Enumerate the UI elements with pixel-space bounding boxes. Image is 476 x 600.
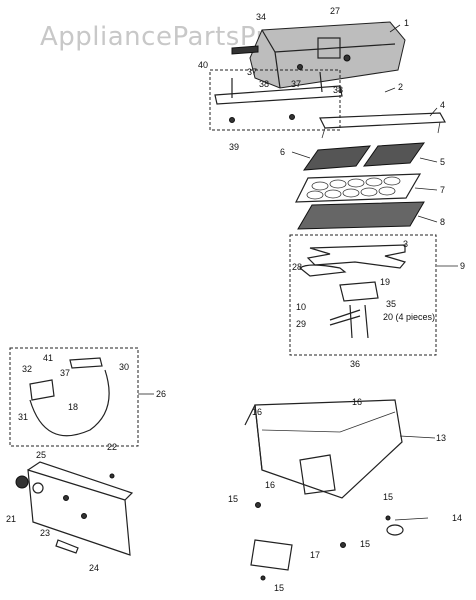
label-13: 13 [436,433,446,443]
label-15-b: 15 [360,539,370,549]
label-15-d: 15 [274,583,284,593]
label-20: 20 (4 pieces) [383,312,435,322]
label-28: 28 [292,262,302,272]
label-2: 2 [398,82,403,92]
label-41: 41 [43,353,53,363]
label-38-a: 38 [259,79,269,89]
label-24: 24 [89,563,99,573]
label-10: 10 [296,302,306,312]
label-16-c: 16 [265,480,275,490]
label-36: 36 [350,359,360,369]
label-16-a: 16 [252,407,262,417]
valve-hose-kit [9,347,139,447]
cooking-grids [302,142,426,171]
leader-lines [138,24,458,521]
label-21: 21 [6,514,16,524]
label-26: 26 [156,389,166,399]
lid-handle-assembly [209,69,343,131]
label-14: 14 [452,513,462,523]
label-4: 4 [440,100,445,110]
label-17: 17 [310,550,320,560]
label-1: 1 [404,18,409,28]
label-6: 6 [280,147,285,157]
label-37-c: 37 [60,368,70,378]
part-labels: 1 2 3 4 5 6 7 8 9 10 13 14 15 15 15 15 1… [6,6,465,593]
label-23: 23 [40,528,50,538]
briquettes [295,173,422,203]
grill-lid [231,21,406,89]
label-3: 3 [403,239,408,249]
briquette-grate [297,201,425,230]
label-29: 29 [296,319,306,329]
label-18: 18 [68,402,78,412]
bracket [250,539,293,581]
label-15-a: 15 [228,494,238,504]
label-5: 5 [440,157,445,167]
label-39: 39 [229,142,239,152]
label-16-b: 16 [352,397,362,407]
label-25: 25 [36,450,46,460]
label-40: 40 [198,60,208,70]
label-31: 31 [18,412,28,422]
warming-rack [319,112,446,139]
label-8: 8 [440,217,445,227]
bottom-housing [244,399,404,548]
label-15-c: 15 [383,492,393,502]
label-22: 22 [107,442,117,452]
label-9: 9 [460,261,465,271]
label-38-b: 38 [333,85,343,95]
label-30: 30 [119,362,129,372]
label-7: 7 [440,185,445,195]
label-19: 19 [380,277,390,287]
burner-assembly [289,234,437,356]
label-37-a: 37 [247,67,257,77]
label-32: 32 [22,364,32,374]
control-panel [15,461,134,556]
label-27: 27 [330,6,340,16]
label-34: 34 [256,12,266,22]
label-37-b: 37 [291,79,301,89]
label-35: 35 [386,299,396,309]
